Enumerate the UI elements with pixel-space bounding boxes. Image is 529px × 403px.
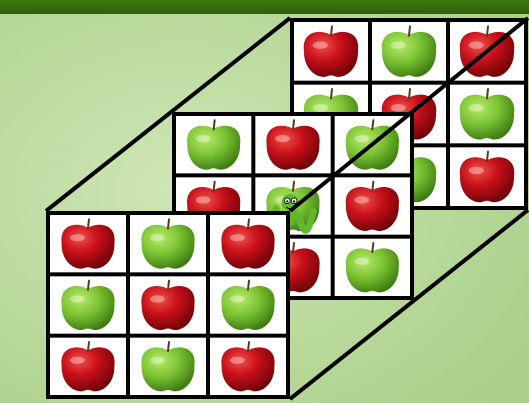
grid-cell[interactable] (255, 116, 330, 173)
grid-cell[interactable] (130, 338, 206, 395)
green-apple (141, 342, 194, 391)
red-apple (346, 182, 399, 231)
grid-cell[interactable] (210, 215, 286, 272)
red-apple (266, 120, 319, 169)
red-apple (61, 342, 114, 391)
grid-cell[interactable] (372, 22, 446, 81)
green-apple (460, 89, 514, 140)
grid-cell[interactable] (335, 177, 410, 234)
red-apple (61, 219, 114, 268)
grid-cell[interactable] (176, 116, 251, 173)
red-apple (304, 26, 358, 77)
grid-cell[interactable] (130, 276, 206, 333)
red-apple (141, 281, 194, 330)
grid-cell[interactable] (210, 338, 286, 395)
grid-cell[interactable] (130, 215, 206, 272)
grid-cell[interactable] (50, 338, 126, 395)
green-apple (141, 219, 194, 268)
grid-cell[interactable] (335, 239, 410, 296)
green-apple (382, 26, 436, 77)
red-apple (221, 342, 274, 391)
green-apple (187, 120, 240, 169)
grid-cell[interactable] (50, 215, 126, 272)
red-apple (221, 219, 274, 268)
red-apple (460, 152, 514, 203)
grid-cell[interactable] (450, 85, 524, 144)
grid-cell[interactable] (294, 22, 368, 81)
green-apple (61, 281, 114, 330)
grid-cell[interactable] (450, 147, 524, 206)
green-apple (346, 243, 399, 292)
grid-cell[interactable] (210, 276, 286, 333)
layer-front (46, 211, 290, 399)
green-apple (221, 281, 274, 330)
grid-cell[interactable] (50, 276, 126, 333)
